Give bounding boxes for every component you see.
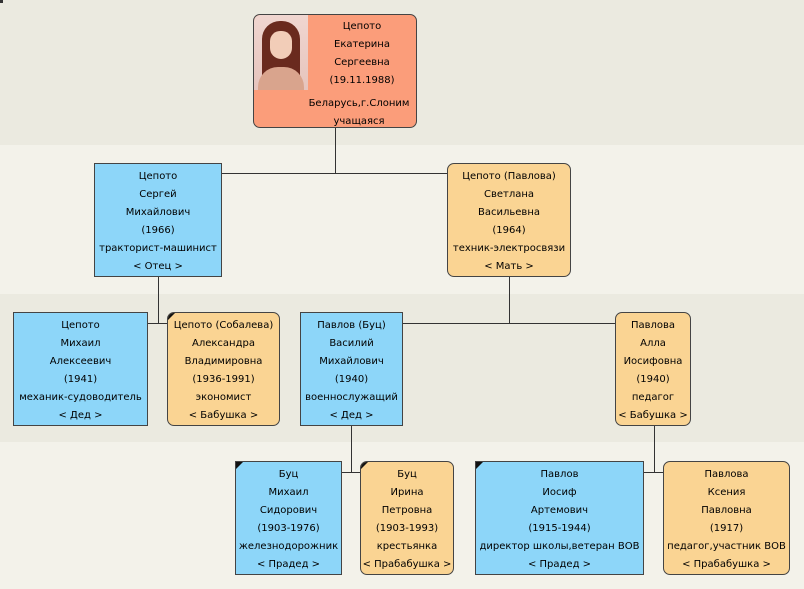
surname: Павлова (704, 469, 749, 480)
occupation: военнослужащий (305, 392, 398, 403)
years: (1903-1993) (375, 523, 439, 534)
person-card-mother[interactable]: Цепото (Павлова) Светлана Васильевна (19… (447, 163, 571, 277)
occupation: экономист (195, 392, 252, 403)
first-name: Александра (192, 338, 255, 349)
first-name: Михаил (268, 487, 309, 498)
occupation: педагог,участник ВОВ (667, 541, 786, 552)
connector-line (341, 472, 361, 473)
collapsed-marker-icon (168, 313, 175, 320)
patronymic: Михайлович (125, 207, 191, 218)
years: (1940) (636, 374, 670, 385)
birth-place: Беларусь,г.Слоним (308, 98, 410, 109)
surname: Цепото (Собалева) (173, 320, 274, 331)
patronymic: Петровна (381, 505, 433, 516)
first-name: Ксения (707, 487, 746, 498)
occupation: техник-электросвязи (452, 243, 566, 254)
years: (1940) (334, 374, 369, 385)
birth-date: (19.11.1988) (329, 75, 395, 86)
connector-line (221, 173, 448, 174)
person-card-maternal-grandfather[interactable]: Павлов (Буц) Василий Михайлович (1940) в… (300, 312, 403, 426)
connector-line (148, 323, 168, 324)
person-card-paternal-grandmother[interactable]: Цепото (Собалева) Александра Владимировн… (167, 312, 280, 426)
years: (1903-1976) (257, 523, 320, 534)
years: (1915-1944) (528, 523, 591, 534)
connector-line (643, 472, 664, 473)
surname: Цепото (342, 21, 382, 32)
occupation: учащаяся (333, 116, 385, 127)
first-name: Михаил (60, 338, 101, 349)
relation: < Прабабушка > (682, 559, 771, 570)
person-card-great-grandfather-pavlov[interactable]: Павлов Иосиф Артемович (1915-1944) дирек… (475, 461, 644, 575)
relation: < Дед > (58, 410, 103, 421)
occupation: железнодорожник (238, 541, 339, 552)
person-card-great-grandmother-pavlova[interactable]: Павлова Ксения Павловна (1917) педагог,у… (663, 461, 790, 575)
patronymic: Владимировна (184, 356, 263, 367)
person-card-great-grandmother-buts[interactable]: Буц Ирина Петровна (1903-1993) крестьянк… (360, 461, 454, 575)
occupation: механик-судоводитель (19, 392, 142, 403)
relation: < Прадед > (256, 559, 321, 570)
portrait-photo (254, 15, 308, 90)
relation: < Бабушка > (618, 410, 688, 421)
person-card-self[interactable]: Цепото Екатерина Сергеевна (19.11.1988) … (253, 14, 417, 128)
first-name: Ирина (390, 487, 424, 498)
occupation: крестьянка (376, 541, 438, 552)
years: (1936-1991) (192, 374, 255, 385)
surname: Цепото (138, 171, 178, 182)
relation: < Прабабушка > (362, 559, 452, 570)
collapsed-marker-icon (361, 462, 368, 469)
connector-line (335, 127, 336, 173)
first-name: Алла (640, 338, 666, 349)
surname: Павлов (Буц) (317, 320, 386, 331)
relation: < Прадед > (527, 559, 592, 570)
years: (1966) (141, 225, 175, 236)
relation: < Мать > (484, 261, 534, 272)
occupation: директор школы,ветеран ВОВ (479, 541, 640, 552)
occupation: педагог (631, 392, 675, 403)
patronymic: Иосифовна (623, 356, 683, 367)
surname: Павлова (630, 320, 676, 331)
surname: Цепото (61, 320, 100, 331)
patronymic: Сергеевна (334, 57, 390, 68)
connector-line (654, 425, 655, 473)
first-name: Василий (329, 338, 374, 349)
surname: Буц (278, 469, 299, 480)
collapsed-marker-icon (236, 462, 243, 469)
patronymic: Сидорович (259, 505, 318, 516)
relation: < Дед > (329, 410, 374, 421)
surname: Павлов (540, 469, 579, 480)
connector-line (509, 276, 510, 324)
relation: < Отец > (133, 261, 183, 272)
corner-mark (0, 0, 3, 3)
patronymic: Артемович (530, 505, 589, 516)
person-card-father[interactable]: Цепото Сергей Михайлович (1966) трактори… (94, 163, 222, 277)
person-card-great-grandfather-buts[interactable]: Буц Михаил Сидорович (1903-1976) железно… (235, 461, 342, 575)
connector-line (158, 276, 159, 324)
connector-line (402, 323, 616, 324)
person-card-maternal-grandmother[interactable]: Павлова Алла Иосифовна (1940) педагог < … (615, 312, 691, 426)
patronymic: Павловна (701, 505, 752, 516)
years: (1964) (492, 225, 526, 236)
occupation: тракторист-машинист (99, 243, 217, 254)
first-name: Екатерина (334, 39, 390, 50)
first-name: Сергей (139, 189, 177, 200)
first-name: Иосиф (542, 487, 577, 498)
connector-line (351, 425, 352, 473)
relation: < Бабушка > (188, 410, 259, 421)
years: (1917) (709, 523, 744, 534)
surname: Цепото (Павлова) (462, 171, 556, 182)
patronymic: Алексеевич (49, 356, 112, 367)
first-name: Светлана (483, 189, 535, 200)
person-card-paternal-grandfather[interactable]: Цепото Михаил Алексеевич (1941) механик-… (13, 312, 148, 426)
collapsed-marker-icon (476, 462, 483, 469)
patronymic: Васильевна (478, 207, 540, 218)
surname: Буц (397, 469, 417, 480)
patronymic: Михайлович (319, 356, 384, 367)
years: (1941) (63, 374, 98, 385)
